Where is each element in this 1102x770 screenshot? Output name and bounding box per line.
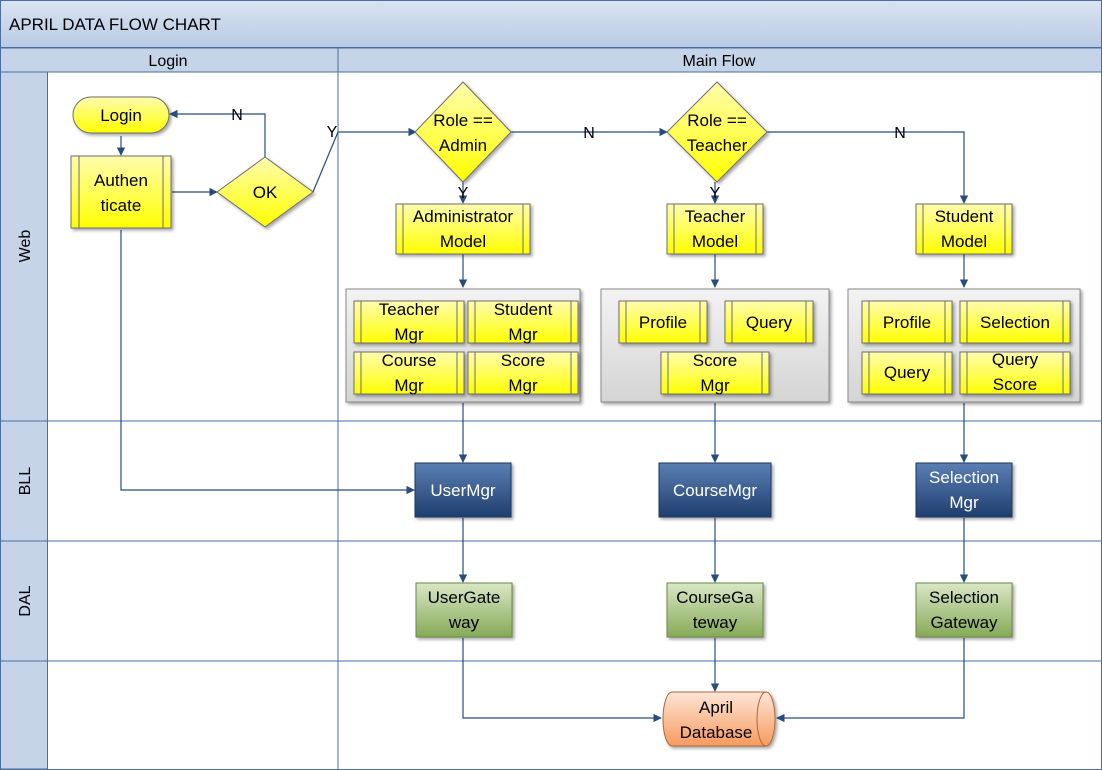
coursegateway-label-line1: CourseGa [676, 588, 754, 607]
selectiongateway-label-line2: Gateway [930, 613, 998, 632]
role-teacher-label-line2: Teacher [687, 136, 748, 155]
april-database-cylinder [662, 691, 776, 747]
score-mgr-label-line2: Mgr [508, 376, 538, 395]
student-profile-process [861, 300, 953, 344]
score-mgr-label-line1: Score [501, 351, 545, 370]
usermgr-box [414, 462, 512, 518]
teacher-mgr-process [353, 300, 465, 344]
role-admin-decision [414, 81, 512, 183]
administrator-model-label-line1: Administrator [413, 207, 513, 226]
teacher-model-process [666, 203, 764, 255]
student-profile-label: Profile [883, 313, 931, 332]
title-bar [0, 0, 1102, 48]
selectiongateway-label-line1: Selection [929, 588, 999, 607]
selectionmgr-label-line2: Mgr [949, 493, 979, 512]
authenticate-label-line2: ticate [101, 196, 142, 215]
administrator-model-label-line2: Model [440, 232, 486, 251]
database-label-line2: Database [680, 723, 753, 742]
teacher-mgr-label-line2: Mgr [394, 325, 424, 344]
student-mgr-process [467, 300, 579, 344]
edge-label-yes: Y [327, 124, 338, 141]
usergateway-label-line1: UserGate [428, 588, 501, 607]
score-mgr-process [467, 351, 579, 395]
lane-label-dal: DAL [17, 585, 34, 616]
usergateway-box [415, 582, 513, 638]
student-mgr-label-line2: Mgr [508, 325, 538, 344]
student-query-score-label-line1: Query [992, 350, 1039, 369]
teacher-mgr-label-line1: Teacher [379, 300, 440, 319]
teacher-model-label-line1: Teacher [685, 207, 746, 226]
coursemgr-label: CourseMgr [673, 481, 757, 500]
student-query-process [861, 351, 953, 395]
connector-ok-admin-yes [312, 127, 417, 193]
connector-selectiongateway-database [776, 638, 965, 723]
teacher-query-label: Query [746, 313, 793, 332]
ok-decision [216, 156, 314, 228]
student-query-label: Query [884, 363, 931, 382]
connector-teacher-student-no [767, 131, 969, 204]
edge-label-yes: Y [458, 185, 469, 202]
coursegateway-label-line2: teway [693, 613, 738, 632]
login-label: Login [100, 106, 142, 125]
teacher-score-mgr-process [660, 351, 770, 395]
chart-title: APRIL DATA FLOW CHART [9, 15, 221, 34]
role-admin-label-line2: Admin [439, 136, 487, 155]
lane-label-web: Web [17, 230, 34, 263]
student-mgr-label-line1: Student [494, 300, 553, 319]
teacher-model-label-line2: Model [692, 232, 738, 251]
ok-label: OK [253, 183, 278, 202]
connector-ok-login-no [169, 109, 266, 157]
student-query-score-process [959, 351, 1071, 395]
selectionmgr-label-line1: Selection [929, 468, 999, 487]
teacher-profile-label: Profile [639, 313, 687, 332]
teacher-score-mgr-label-line1: Score [693, 351, 737, 370]
column-label-main-flow: Main Flow [683, 53, 756, 70]
connector-usergateway-database [462, 638, 662, 723]
edge-label-yes: Y [710, 185, 721, 202]
course-mgr-label-line1: Course [382, 351, 437, 370]
coursemgr-box [658, 462, 772, 518]
authenticate-label-line1: Authen [94, 171, 148, 190]
lane-label-bll: BLL [17, 467, 34, 496]
connector-authenticate-usermgr [120, 230, 415, 495]
student-model-label-line1: Student [935, 207, 994, 226]
connectors [116, 109, 969, 723]
coursegateway-box [666, 582, 764, 638]
database-label-line1: April [699, 698, 733, 717]
usermgr-label: UserMgr [430, 481, 496, 500]
teacher-score-mgr-label-line2: Mgr [700, 376, 730, 395]
role-teacher-label-line1: Role == [687, 111, 747, 130]
student-selection-process [959, 300, 1071, 344]
administrator-model-process [395, 203, 531, 255]
edge-label-no: N [231, 107, 243, 124]
edge-label-no: N [583, 125, 595, 142]
selectionmgr-box [915, 462, 1013, 518]
role-admin-label-line1: Role == [433, 111, 493, 130]
student-selection-label: Selection [980, 313, 1050, 332]
student-query-score-label-line2: Score [993, 375, 1037, 394]
authenticate-process [70, 155, 172, 229]
teacher-profile-process [618, 300, 708, 344]
column-header-bar [0, 47, 1102, 73]
student-model-label-line2: Model [941, 232, 987, 251]
usergateway-label-line2: way [448, 613, 480, 632]
teacher-query-process [724, 300, 814, 344]
login-terminator [72, 96, 170, 134]
edge-label-no: N [894, 125, 906, 142]
student-model-process [915, 203, 1013, 255]
course-mgr-label-line2: Mgr [394, 376, 424, 395]
column-label-login: Login [148, 53, 187, 70]
course-mgr-process [353, 351, 465, 395]
role-teacher-decision [666, 81, 768, 183]
selectiongateway-box [915, 582, 1013, 638]
